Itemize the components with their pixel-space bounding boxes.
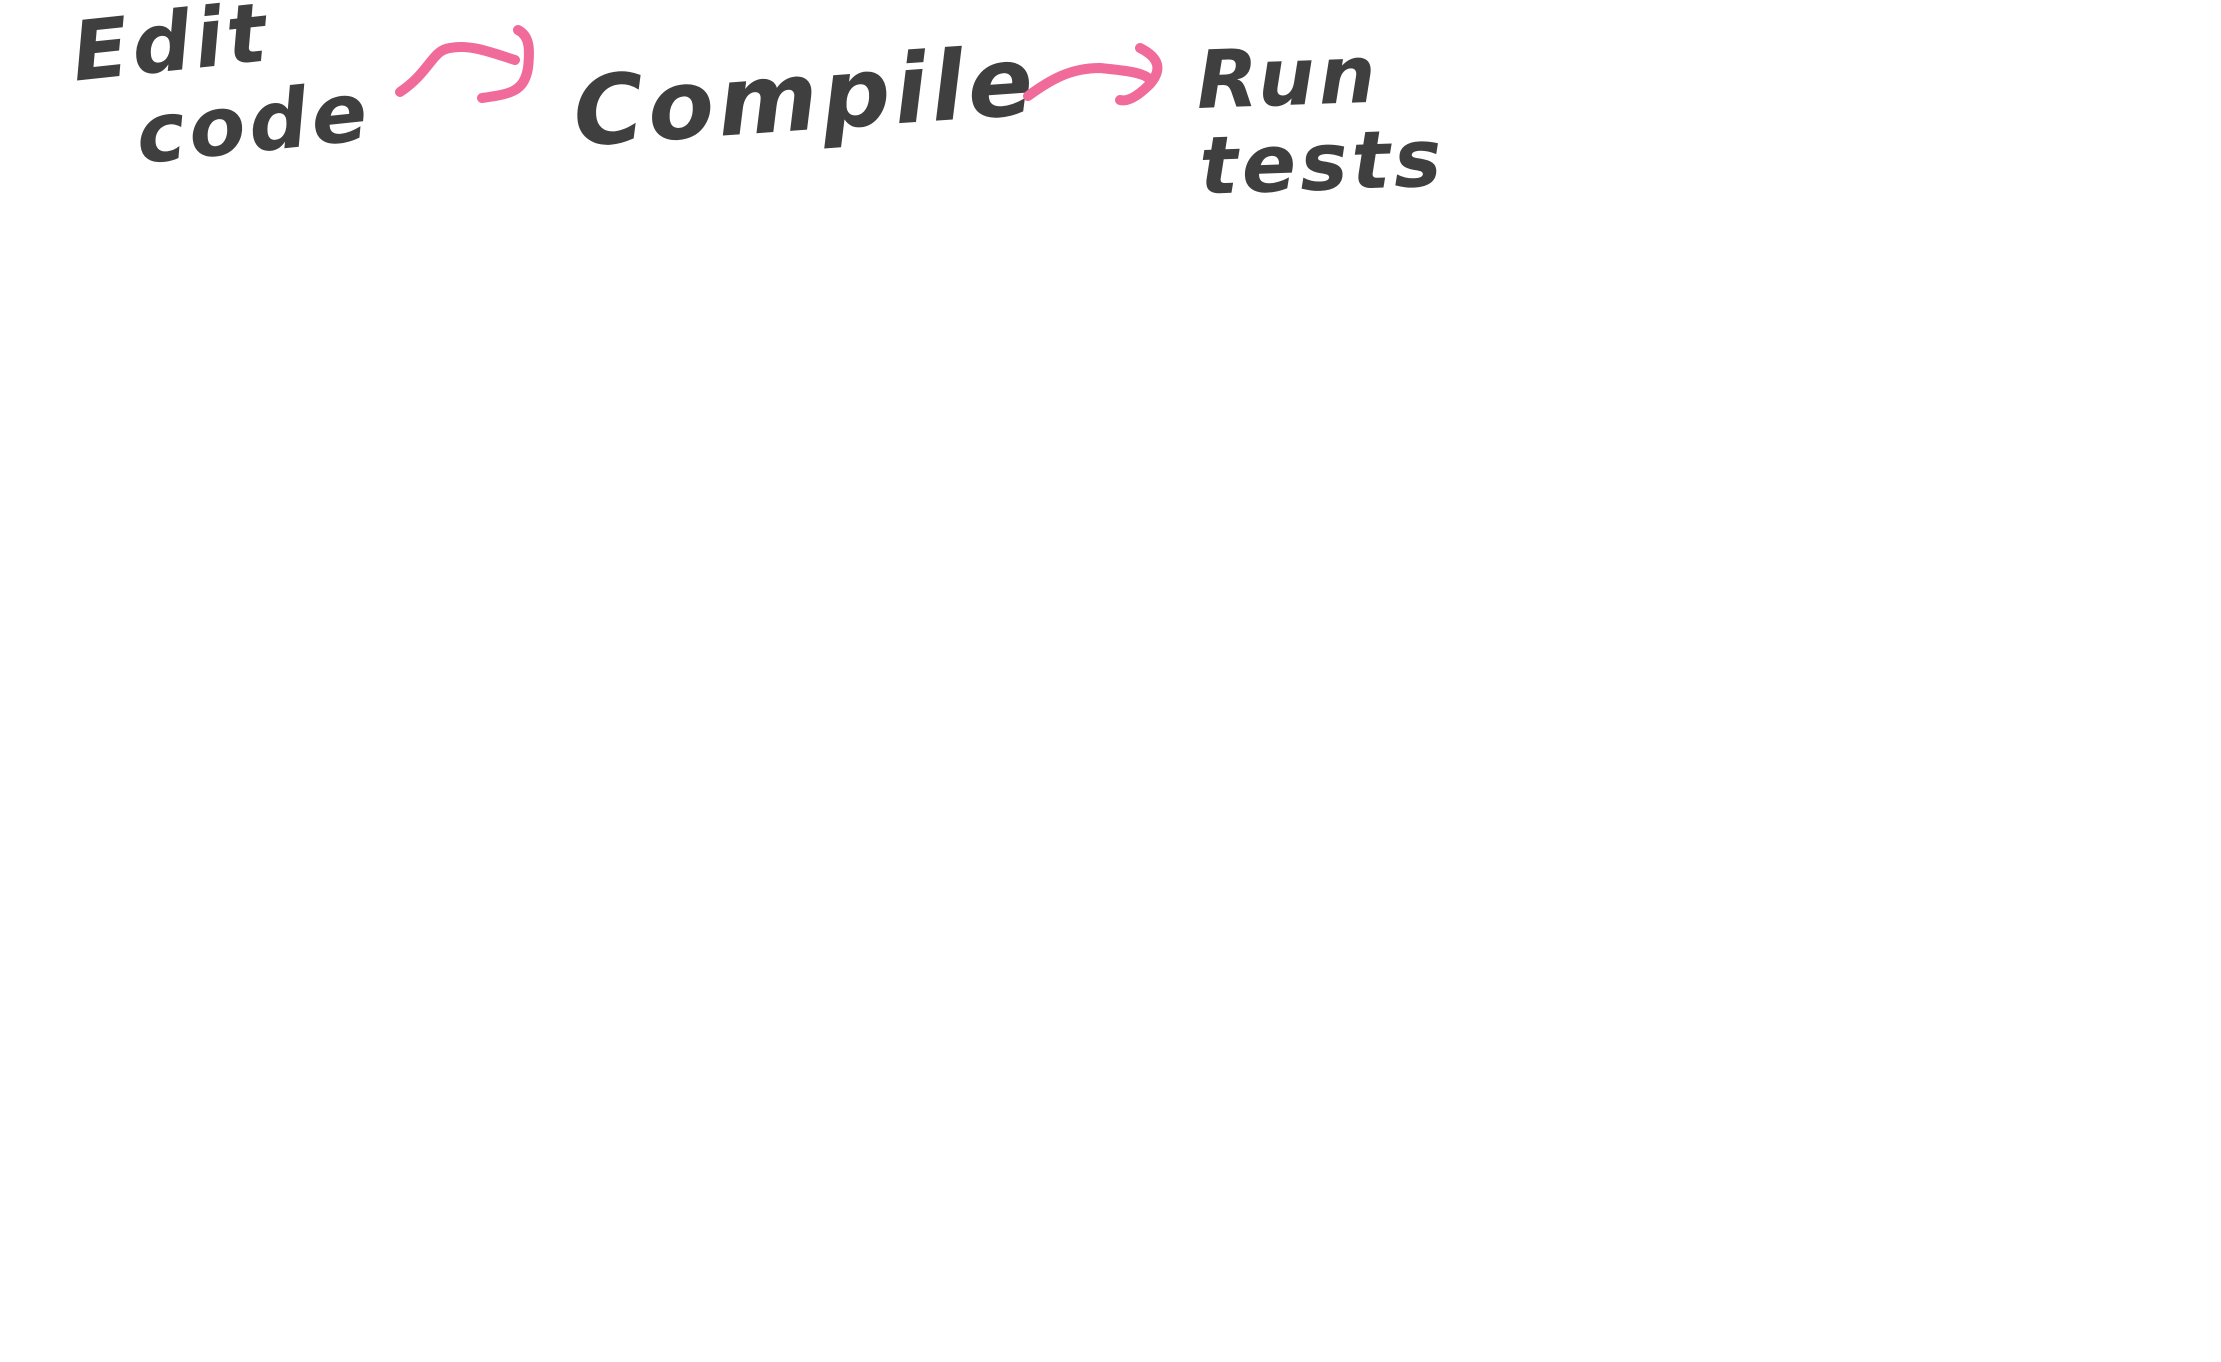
arrow-compile-to-run-shaft bbox=[1023, 63, 1155, 101]
step-compile: Compile bbox=[569, 24, 1041, 169]
step-run-tests-line-1: Run bbox=[1194, 27, 1382, 127]
arrow-edit-to-compile-head bbox=[477, 25, 534, 103]
step-edit-code: Edit code bbox=[68, 0, 376, 186]
step-run-tests-line-2: tests bbox=[1197, 111, 1447, 214]
arrow-edit-to-compile bbox=[395, 25, 534, 103]
arrow-compile-to-run bbox=[1023, 43, 1163, 106]
step-compile-line-1: Compile bbox=[569, 24, 1041, 169]
arrow-edit-to-compile-shaft bbox=[395, 41, 520, 97]
arrow-compile-to-run-head bbox=[1115, 43, 1163, 106]
step-run-tests: Run tests bbox=[1194, 27, 1447, 214]
